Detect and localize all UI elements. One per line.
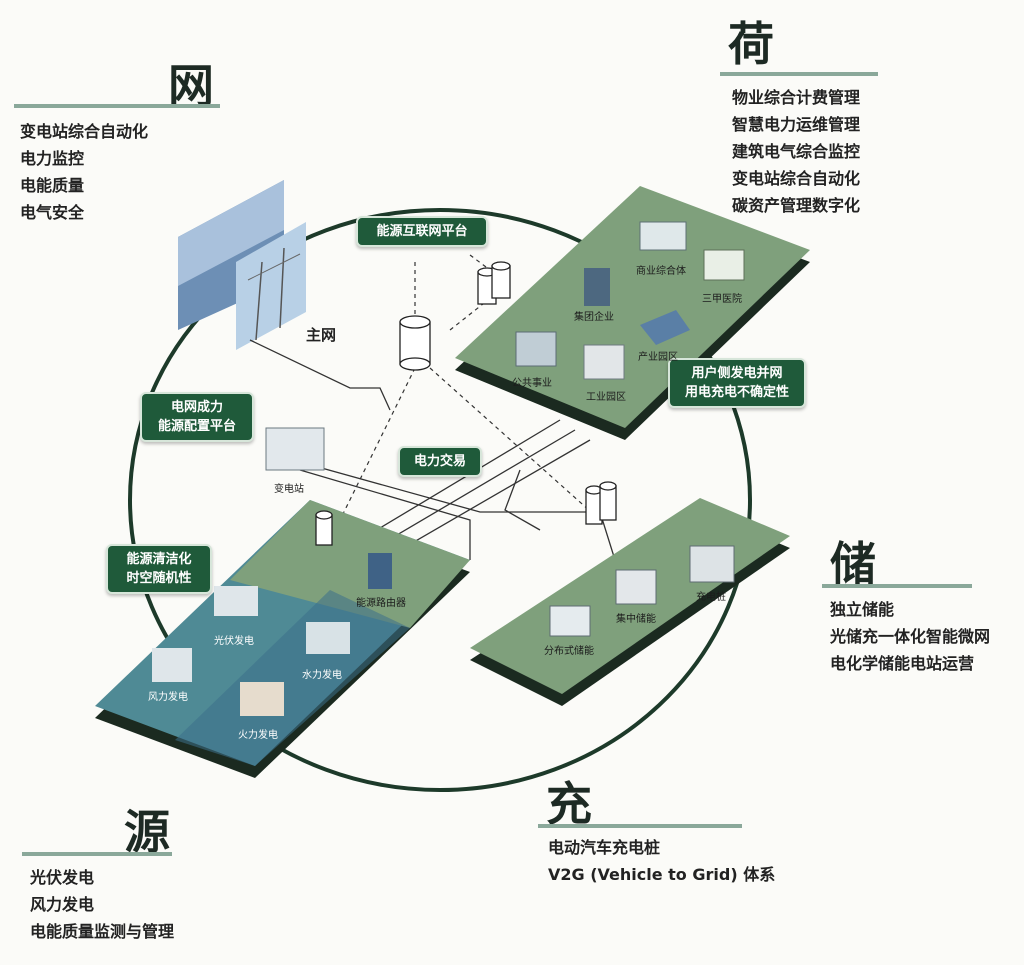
grid-platform-line: 能源配置平台 [157, 419, 236, 434]
main-grid-photo [178, 180, 306, 350]
chong-item: V2G (Vehicle to Grid) 体系 [548, 865, 776, 884]
source-label: 火力发电 [238, 730, 278, 741]
yuan-rule [22, 852, 172, 856]
he-item: 物业综合计费管理 [732, 88, 861, 107]
wang-item: 变电站综合自动化 [20, 122, 149, 141]
wang-item: 电气安全 [20, 203, 85, 222]
he-item: 碳资产管理数字化 [732, 196, 861, 215]
user-side-line: 用电充电不确定性 [684, 385, 789, 400]
chong-item: 电动汽车充电桩 [548, 838, 661, 857]
grid-platform-tag: 电网成力 能源配置平台 [140, 392, 254, 442]
chu-item: 电化学储能电站运营 [830, 654, 975, 673]
yuan-item: 风力发电 [30, 895, 95, 914]
storage-label: 分布式储能 [544, 646, 594, 657]
wang-rule [14, 104, 220, 108]
he-item: 智慧电力运维管理 [732, 115, 861, 134]
chong-list: 电动汽车充电桩 V2G (Vehicle to Grid) 体系 [548, 834, 775, 888]
power-trade-tag: 电力交易 [398, 446, 482, 477]
chong-title: 充 [546, 777, 592, 831]
he-title: 荷 [728, 17, 774, 71]
he-rule [720, 72, 878, 76]
chu-item: 光储充一体化智能微网 [830, 627, 991, 646]
load-label: 三甲医院 [702, 294, 742, 305]
chu-rule [822, 584, 972, 588]
wang-list: 变电站综合自动化 电力监控 电能质量 电气安全 [20, 118, 148, 226]
he-item: 建筑电气综合监控 [732, 142, 861, 161]
yuan-title: 源 [124, 805, 170, 859]
chu-item: 独立储能 [830, 600, 895, 619]
user-side-tag: 用户侧发电并网 用电充电不确定性 [668, 358, 806, 408]
wang-item: 电能质量 [20, 176, 85, 195]
load-label: 产业园区 [638, 352, 678, 363]
chong-rule [538, 824, 742, 828]
yuan-item: 光伏发电 [30, 868, 95, 887]
clean-energy-line: 时空随机性 [126, 571, 192, 586]
he-list: 物业综合计费管理 智慧电力运维管理 建筑电气综合监控 变电站综合自动化 碳资产管… [732, 84, 860, 219]
substation-label: 变电站 [274, 484, 304, 495]
source-label: 光伏发电 [214, 636, 254, 647]
load-label: 工业园区 [586, 392, 626, 403]
storage-label: 集中储能 [616, 614, 656, 625]
load-label: 商业综合体 [636, 266, 686, 277]
system-ring [128, 208, 752, 792]
load-label: 集团企业 [574, 312, 614, 323]
chu-title: 储 [830, 537, 876, 591]
yuan-item: 电能质量监测与管理 [30, 922, 175, 941]
chu-list: 独立储能 光储充一体化智能微网 电化学储能电站运营 [830, 596, 990, 677]
user-side-line: 用户侧发电并网 [691, 366, 783, 381]
clean-energy-tag: 能源清洁化 时空随机性 [106, 544, 212, 594]
load-label: 公共事业 [512, 378, 552, 389]
storage-label: 充电桩 [696, 592, 726, 603]
main-grid-label: 主网 [306, 326, 337, 344]
source-label: 水力发电 [302, 670, 342, 681]
source-platform [95, 500, 470, 778]
grid-platform-line: 电网成力 [170, 400, 223, 415]
energy-internet-tag: 能源互联网平台 [356, 216, 488, 247]
he-item: 变电站综合自动化 [732, 169, 861, 188]
source-label: 风力发电 [148, 692, 188, 703]
yuan-list: 光伏发电 风力发电 电能质量监测与管理 [30, 864, 174, 945]
wang-item: 电力监控 [20, 149, 85, 168]
clean-energy-line: 能源清洁化 [126, 552, 192, 567]
source-label: 能源路由器 [356, 598, 406, 609]
